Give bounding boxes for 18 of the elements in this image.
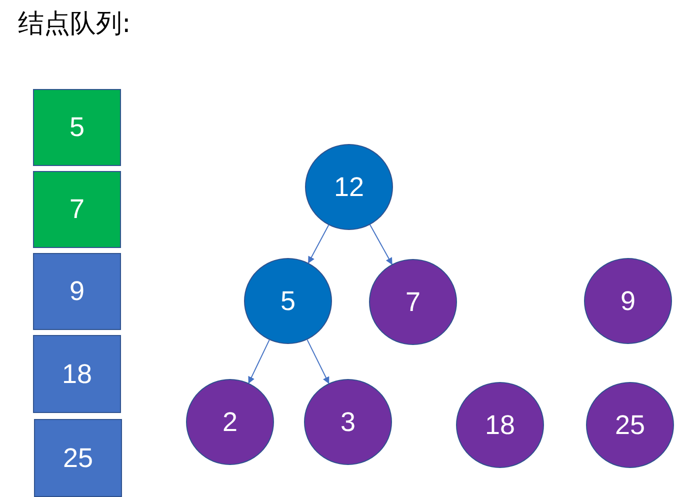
arrow	[308, 224, 330, 264]
tree-node-circle: 9	[584, 258, 672, 344]
arrow	[306, 339, 330, 384]
arrow	[248, 339, 270, 384]
heading: 结点队列:	[18, 8, 131, 41]
tree-node-circle: 25	[586, 382, 674, 468]
tree-node-circle: 2	[186, 379, 274, 465]
tree-node-circle: 12	[305, 144, 393, 230]
queue-cell: 7	[33, 171, 121, 248]
tree-node-circle: 7	[369, 259, 457, 345]
arrow	[370, 224, 392, 265]
tree-node-circle: 5	[244, 258, 332, 344]
tree-node-circle: 18	[456, 382, 544, 468]
queue-cell: 25	[34, 419, 122, 497]
queue-cell: 5	[33, 89, 121, 166]
queue-cell: 18	[33, 335, 121, 413]
queue-cell: 9	[33, 253, 121, 330]
tree-node-circle: 3	[304, 379, 392, 465]
